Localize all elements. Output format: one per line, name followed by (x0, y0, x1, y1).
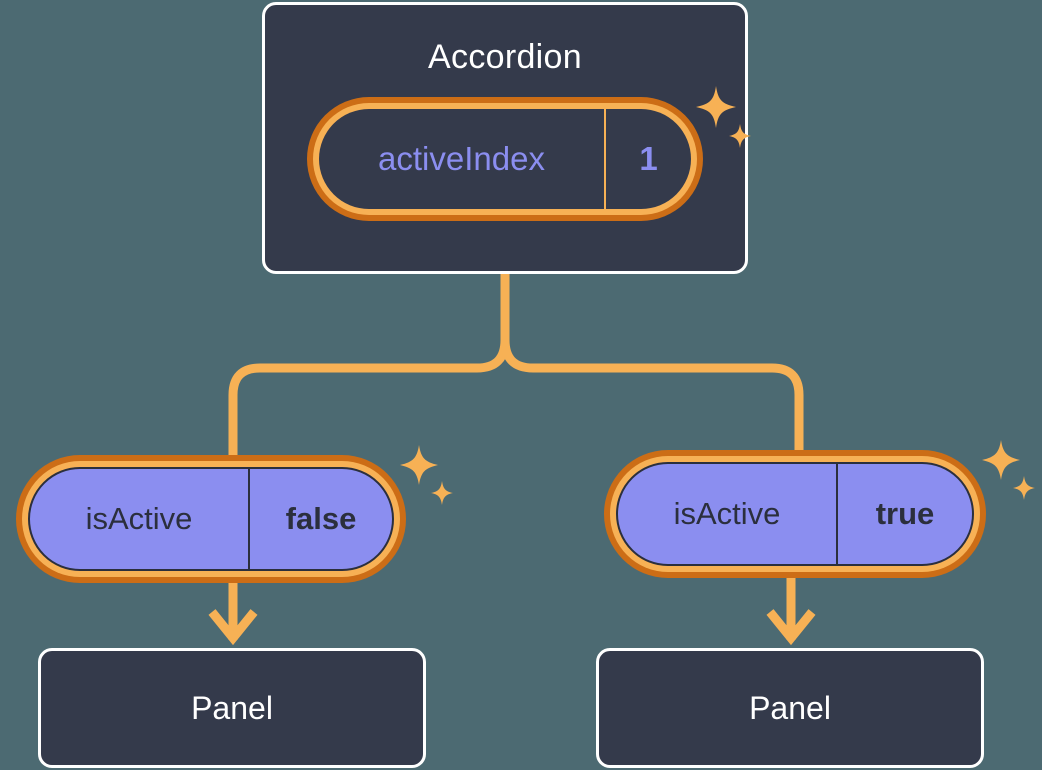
prop-pill-is-active-false[interactable]: isActive false (16, 455, 406, 583)
sparkle-large-shape (982, 440, 1020, 480)
state-value-active-index: 1 (604, 109, 691, 209)
branch-connector-icon-left (228, 339, 510, 458)
panel-title-right: Panel (749, 689, 831, 726)
branch-connector-icon-right (500, 339, 804, 455)
state-key-active-index: activeIndex (378, 140, 545, 177)
prop-pill-is-active-true[interactable]: isActive true (604, 450, 986, 578)
prop-key-is-active-right: isActive (673, 496, 781, 531)
sparkle-icon-left (400, 445, 453, 505)
pill-ring-inner: isActive false (22, 461, 400, 577)
sparkle-small-shape (431, 481, 453, 505)
sparkle-icon-right (982, 440, 1035, 500)
accordion-title: Accordion (428, 38, 582, 76)
panel-component-box-right[interactable]: Panel (596, 648, 984, 768)
pill-ring-inner: activeIndex 1 (313, 103, 697, 215)
prop-key-is-active-left: isActive (85, 501, 193, 536)
prop-value-is-active-right: true (836, 464, 972, 564)
panel-component-box-left[interactable]: Panel (38, 648, 426, 768)
sparkle-small-shape (1013, 476, 1035, 500)
panel-title-left: Panel (191, 689, 273, 726)
pill-ring-inner: isActive true (610, 456, 980, 572)
pill-body: isActive true (616, 462, 974, 566)
prop-value-is-active-left: false (248, 469, 392, 569)
arrow-down-icon-left (208, 609, 258, 646)
pill-body: isActive false (28, 467, 394, 571)
arrow-down-icon-right (766, 609, 816, 646)
sparkle-large-shape (400, 445, 438, 485)
state-pill-active-index[interactable]: activeIndex 1 (307, 97, 703, 221)
pill-body: activeIndex 1 (319, 109, 691, 209)
